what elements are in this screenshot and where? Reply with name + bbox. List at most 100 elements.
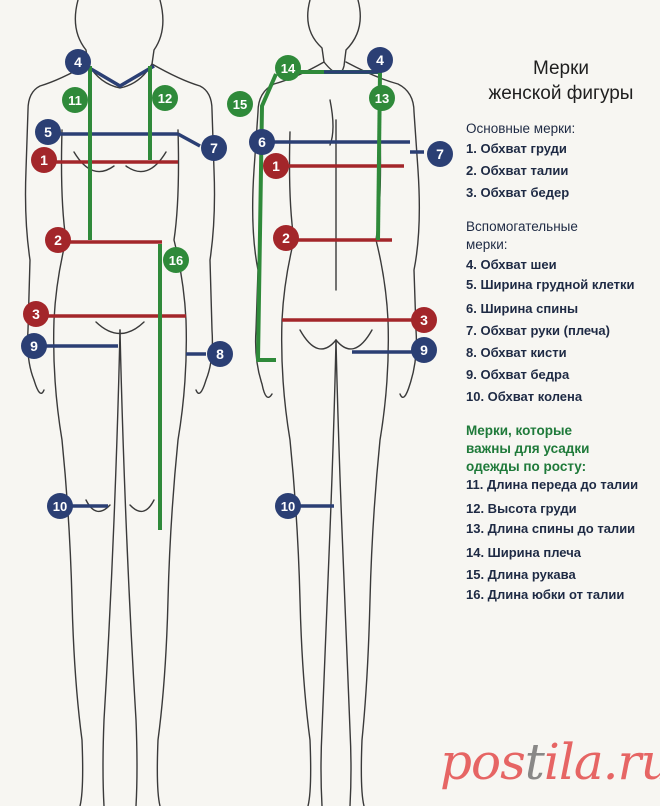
- back-marker-15: 15: [227, 91, 253, 117]
- marker-circle: [62, 87, 88, 113]
- legend-item: 6. Ширина спины: [466, 301, 579, 316]
- marker-circle: [45, 227, 71, 253]
- marker-circle: [65, 49, 91, 75]
- marker-circle: [367, 47, 393, 73]
- front-marker-9: 9: [21, 333, 47, 359]
- front-marker-7: 7: [201, 135, 227, 161]
- front-marker-5: 5: [35, 119, 61, 145]
- marker-label: 10: [53, 499, 67, 514]
- legend-item: 4. Обхват шеи: [466, 257, 557, 272]
- marker-label: 12: [158, 91, 172, 106]
- marker-circle: [275, 55, 301, 81]
- marker-label: 7: [210, 140, 218, 156]
- marker-label: 7: [436, 146, 444, 162]
- marker-label: 15: [233, 97, 247, 112]
- watermark-logo: postila.ru: [440, 732, 660, 792]
- marker-circle: [263, 153, 289, 179]
- legend-item: 11. Длина переда до талии: [466, 477, 639, 492]
- legend-item: 16. Длина юбки от талии: [466, 587, 625, 602]
- marker-label: 10: [281, 499, 295, 514]
- marker-circle: [35, 119, 61, 145]
- watermark-part: ila.ru: [543, 733, 660, 791]
- marker-label: 3: [32, 306, 40, 322]
- legend-item: 13. Длина спины до талии: [466, 521, 636, 536]
- growth-measurements-heading: Мерки, которые важны для усадки одежды п…: [466, 422, 656, 476]
- back-marker-9: 9: [411, 337, 437, 363]
- marker-label: 5: [44, 124, 52, 140]
- marker-label: 1: [272, 158, 280, 174]
- marker-label: 8: [216, 346, 224, 362]
- legend-panel: Мерки женской фигуры Основные мерки: 1. …: [466, 56, 656, 608]
- measurement-line: [256, 73, 278, 362]
- legend-item: 12. Высота груди: [466, 501, 577, 516]
- legend-item: 7. Обхват руки (плеча): [466, 323, 610, 338]
- back-marker-7: 7: [427, 141, 453, 167]
- marker-label: 9: [420, 342, 428, 358]
- diagram-title: Мерки женской фигуры: [466, 56, 656, 106]
- watermark-part: pos: [440, 733, 526, 791]
- front-marker-3: 3: [23, 301, 49, 327]
- front-marker-11: 11: [62, 87, 88, 113]
- marker-circle: [411, 307, 437, 333]
- marker-circle: [201, 135, 227, 161]
- marker-label: 4: [376, 52, 384, 68]
- back-marker-4: 4: [367, 47, 393, 73]
- marker-circle: [31, 147, 57, 173]
- marker-circle: [249, 129, 275, 155]
- measurement-line: [85, 64, 155, 88]
- aux-heading-line-2: мерки:: [466, 237, 508, 252]
- front-marker-2: 2: [45, 227, 71, 253]
- front-marker-10: 10: [47, 493, 73, 519]
- growth-heading-line-3: одежды по росту:: [466, 459, 587, 474]
- legend-item: 15. Длина рукава: [466, 567, 576, 582]
- marker-label: 11: [68, 93, 82, 108]
- marker-circle: [47, 493, 73, 519]
- marker-label: 9: [30, 338, 38, 354]
- back-marker-6: 6: [249, 129, 275, 155]
- legend-item: 9. Обхват бедра: [466, 367, 570, 382]
- legend-item: 10. Обхват колена: [466, 389, 583, 404]
- marker-circle: [21, 333, 47, 359]
- back-marker-1: 1: [263, 153, 289, 179]
- marker-label: 6: [258, 134, 266, 150]
- marker-circle: [227, 91, 253, 117]
- title-line-1: Мерки: [532, 58, 590, 79]
- legend-item: 3. Обхват бедер: [466, 185, 570, 200]
- marker-label: 1: [40, 152, 48, 168]
- front-marker-8: 8: [207, 341, 233, 367]
- front-marker-1: 1: [31, 147, 57, 173]
- back-marker-13: 13: [369, 85, 395, 111]
- title-line-2: женской фигуры: [488, 83, 634, 104]
- main-measurements-heading: Основные мерки:: [466, 121, 576, 136]
- marker-circle: [369, 85, 395, 111]
- back-marker-14: 14: [275, 55, 301, 81]
- front-marker-4: 4: [65, 49, 91, 75]
- legend-item: 8. Обхват кисти: [466, 345, 567, 360]
- back-body-outline: [251, 0, 421, 806]
- watermark-part: t: [524, 733, 545, 791]
- legend-item: 2. Обхват талии: [466, 163, 569, 178]
- marker-label: 14: [281, 61, 296, 76]
- front-marker-12: 12: [152, 85, 178, 111]
- back-marker-2: 2: [273, 225, 299, 251]
- marker-label: 2: [282, 230, 290, 246]
- marker-circle: [275, 493, 301, 519]
- marker-circle: [411, 337, 437, 363]
- marker-label: 16: [169, 253, 183, 268]
- marker-label: 4: [74, 54, 82, 70]
- marker-label: 13: [375, 91, 389, 106]
- front-marker-16: 16: [163, 247, 189, 273]
- growth-heading-line-2: важны для усадки: [466, 441, 590, 456]
- marker-circle: [152, 85, 178, 111]
- legend-item: 5. Ширина грудной клетки: [466, 277, 635, 292]
- marker-circle: [273, 225, 299, 251]
- marker-circle: [207, 341, 233, 367]
- growth-heading-line-1: Мерки, которые: [466, 423, 573, 438]
- back-marker-10: 10: [275, 493, 301, 519]
- legend-item: 14. Ширина плеча: [466, 545, 581, 560]
- aux-heading-line-1: Вспомогательные: [466, 219, 578, 234]
- marker-circle: [23, 301, 49, 327]
- measurement-line: [177, 132, 201, 148]
- marker-circle: [163, 247, 189, 273]
